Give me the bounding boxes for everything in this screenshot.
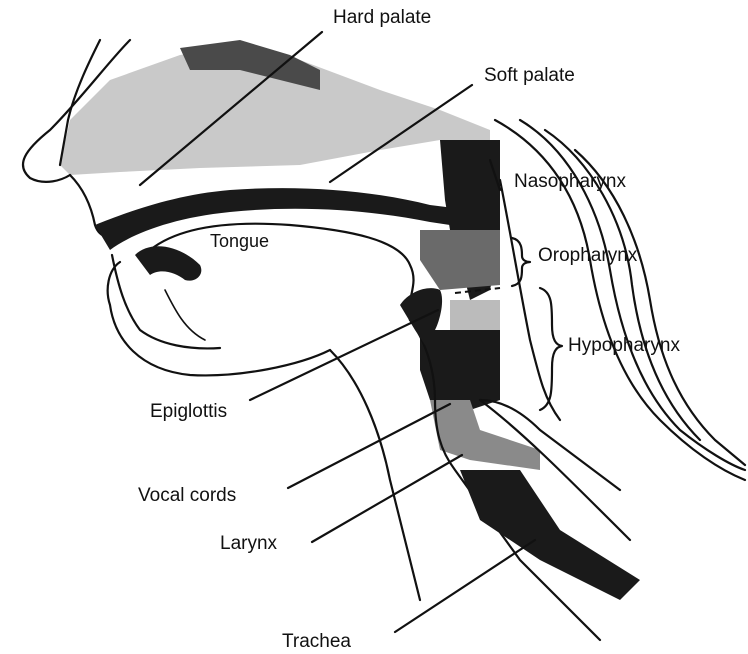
label-larynx: Larynx [220, 534, 277, 553]
neck-front [330, 350, 420, 600]
hypopharynx-brace [540, 288, 562, 410]
label-tongue: Tongue [210, 232, 269, 250]
palate-underside [95, 188, 470, 250]
epiglottis-leader [250, 310, 438, 400]
label-oropharynx: Oropharynx [538, 246, 637, 265]
label-soft-palate: Soft palate [484, 66, 575, 85]
label-trachea: Trachea [282, 632, 351, 651]
trachea-shading [460, 470, 640, 600]
label-hard-palate: Hard palate [333, 8, 431, 27]
jaw-inner [165, 290, 205, 340]
tongue-tip [135, 246, 201, 280]
lower-lip [108, 262, 330, 375]
label-hypopharynx: Hypopharynx [568, 336, 680, 355]
label-nasopharynx: Nasopharynx [514, 172, 626, 191]
label-vocal-cords: Vocal cords [138, 486, 236, 505]
label-epiglottis: Epiglottis [150, 402, 227, 421]
oropharynx-shading [420, 230, 500, 290]
